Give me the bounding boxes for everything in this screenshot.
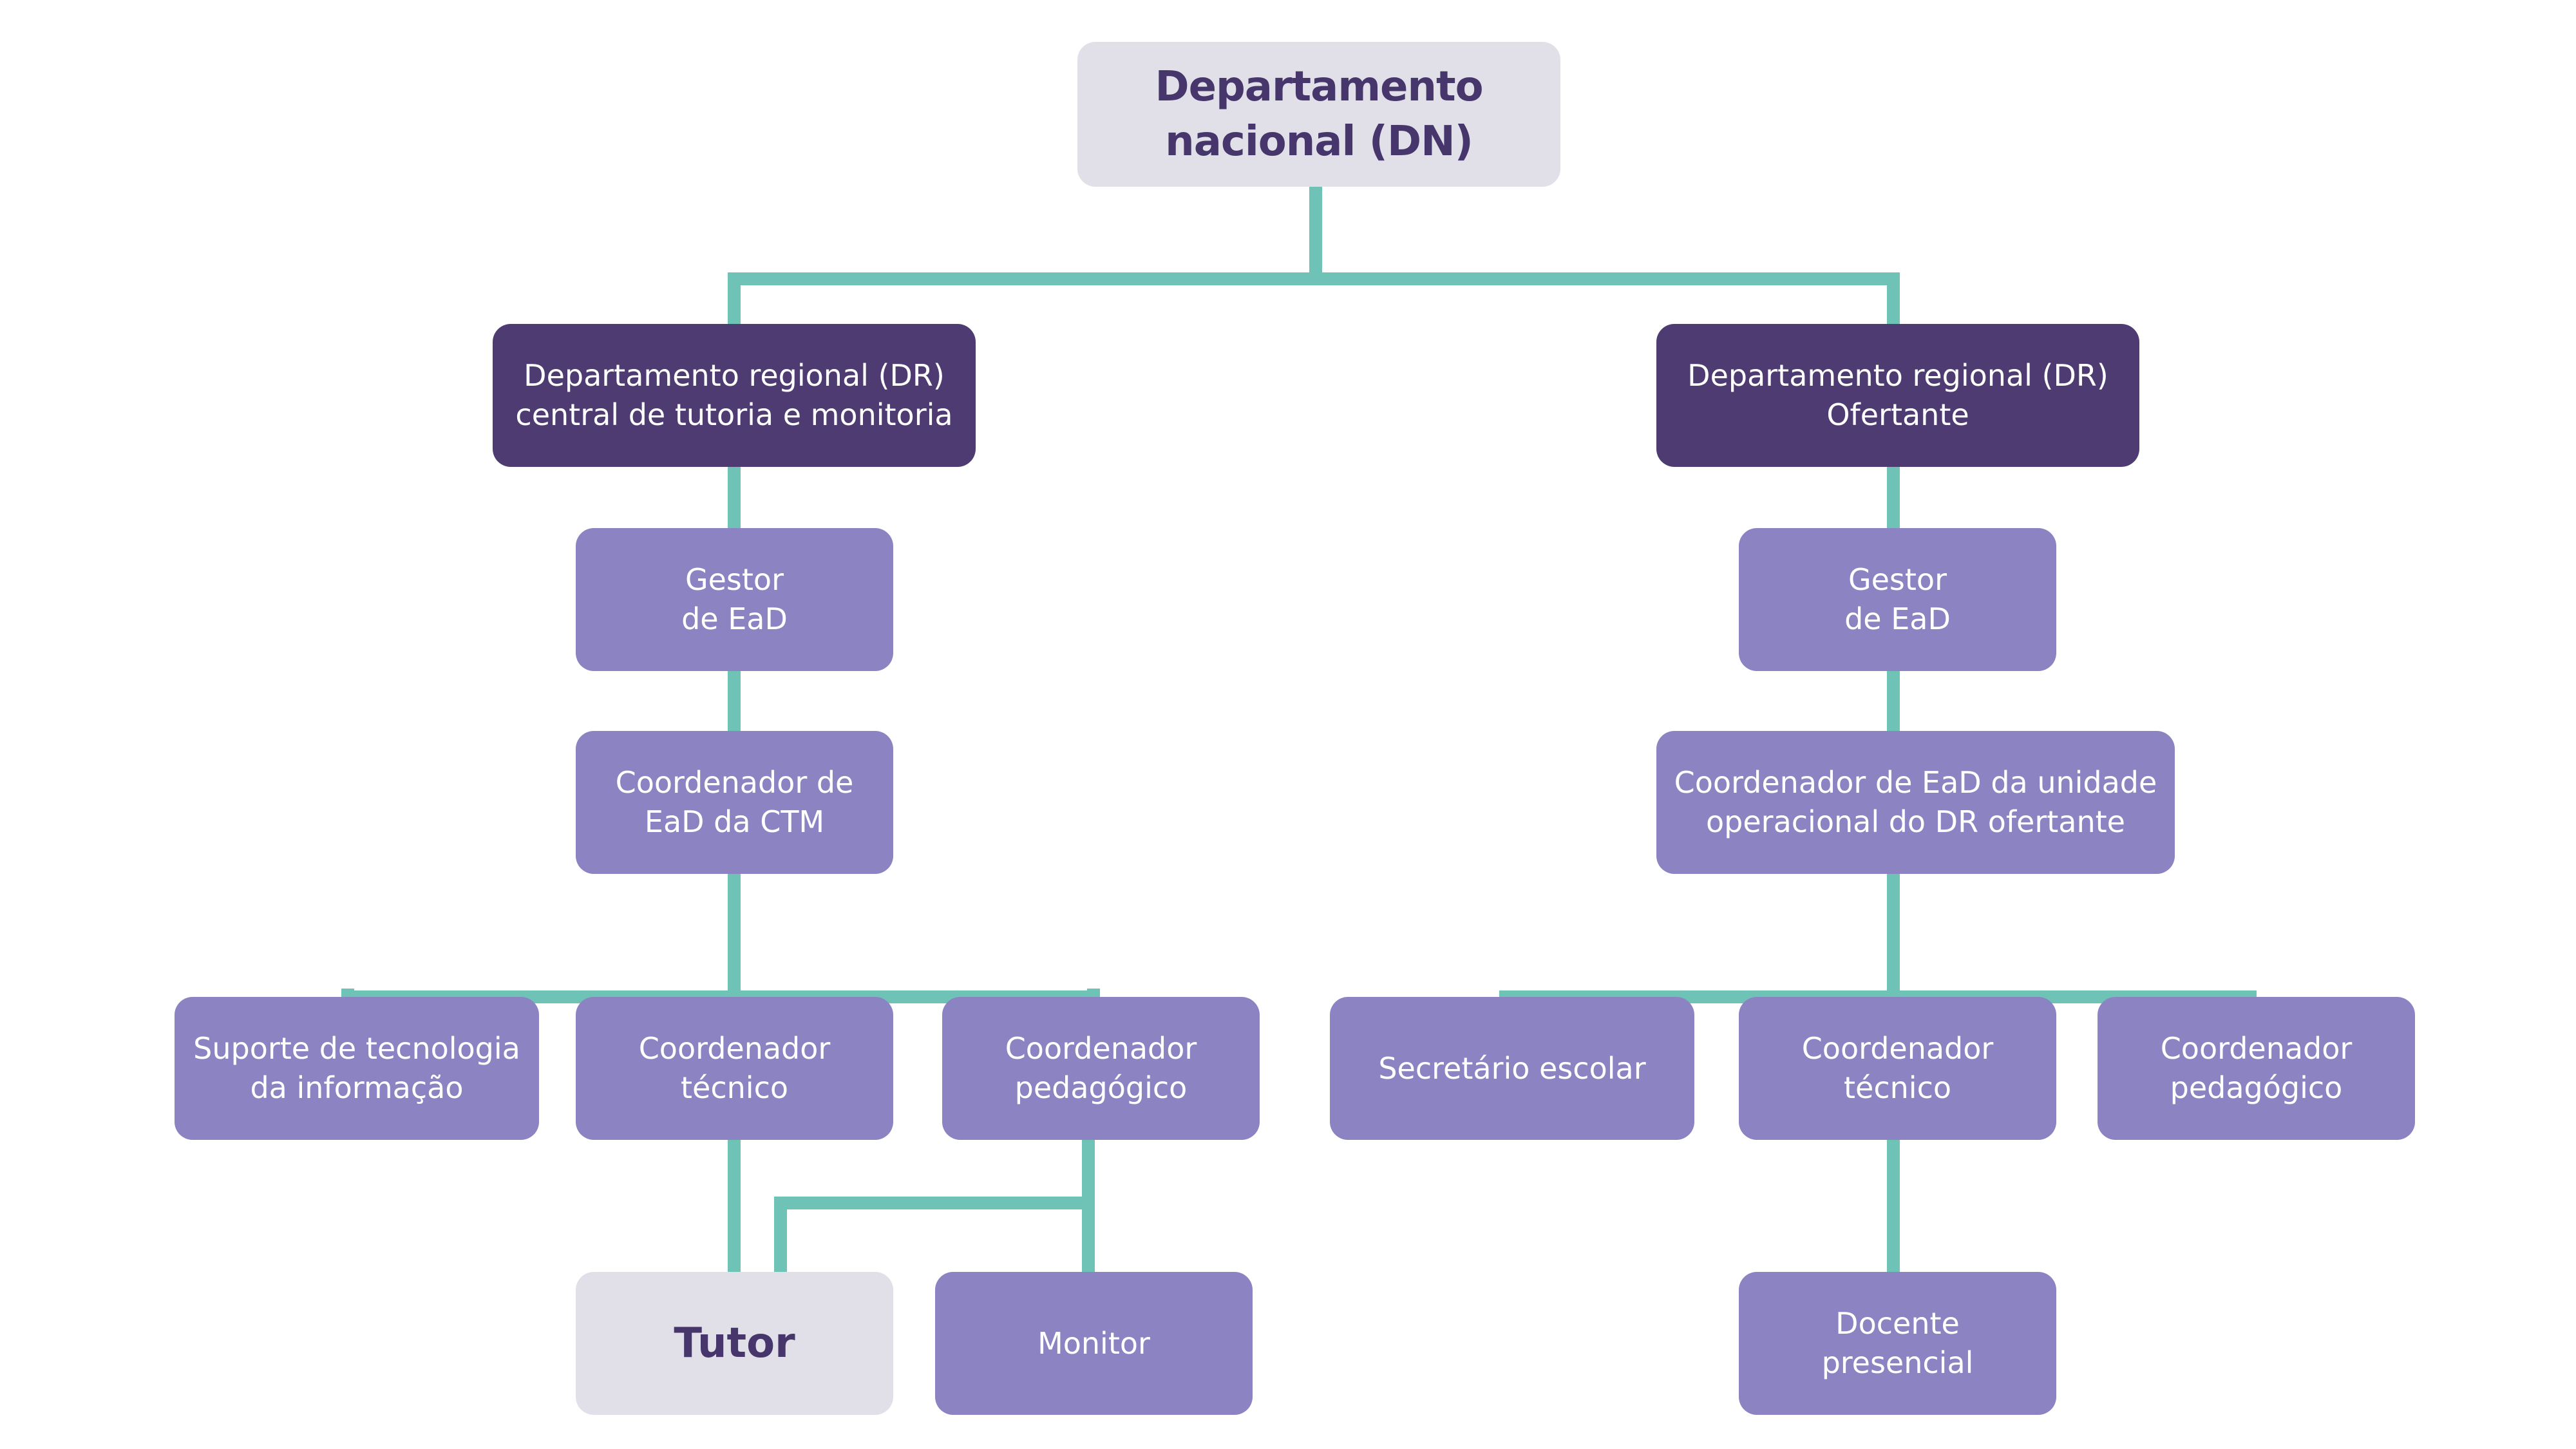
node-label-line2: pedagógico <box>1014 1070 1188 1105</box>
node-label-line1: Coordenador de EaD da unidade <box>1674 765 2157 800</box>
node-label-line2: técnico <box>681 1070 788 1105</box>
node-label-line2: de EaD <box>1844 601 1951 636</box>
node-dr-central-tutoria: Departamento regional (DR) central de tu… <box>493 324 976 467</box>
node-label-line1: Secretário escolar <box>1378 1050 1646 1086</box>
node-label-line1: Coordenador <box>1801 1031 1994 1066</box>
node-label-line2: central de tutoria e monitoria <box>515 397 953 432</box>
node-label-line1: Coordenador <box>2160 1031 2353 1066</box>
node-coordenador-tecnico-left: Coordenador técnico <box>576 997 893 1140</box>
node-coordenador-ead-ctm: Coordenador de EaD da CTM <box>576 731 893 874</box>
node-label-line2: pedagógico <box>2170 1070 2343 1105</box>
node-label-line1: Coordenador <box>1005 1031 1197 1066</box>
connector-dn-to-regionals <box>728 180 1900 328</box>
node-coordenador-tecnico-right: Coordenador técnico <box>1739 997 2056 1140</box>
node-label-line1: Gestor <box>1848 562 1947 598</box>
node-label-line2: de EaD <box>681 601 788 636</box>
node-docente-presencial: Docente presencial <box>1739 1272 2056 1415</box>
node-label-line1: Docente <box>1835 1306 1960 1341</box>
node-label-line2: da informação <box>250 1070 464 1105</box>
connector-coord-ctm-to-children <box>341 866 1100 1003</box>
node-label-line1: Coordenador <box>638 1031 831 1066</box>
node-label-line1: Coordenador de <box>615 765 854 800</box>
node-label-line1: Departamento regional (DR) <box>1687 358 2108 393</box>
connector-coord-unidade-to-children <box>1499 866 2257 1003</box>
node-label-line2: técnico <box>1844 1070 1951 1105</box>
node-label-line1: Suporte de tecnologia <box>193 1031 520 1066</box>
node-label-line2: operacional do DR ofertante <box>1706 804 2125 839</box>
node-label-line2: nacional (DN) <box>1165 117 1473 166</box>
node-tutor: Tutor <box>576 1272 893 1415</box>
node-departamento-nacional: Departamento nacional (DN) <box>1077 42 1560 187</box>
node-label-line2: Ofertante <box>1826 397 1969 432</box>
node-gestor-ead-right: Gestor de EaD <box>1739 528 2056 671</box>
node-coordenador-ead-unidade: Coordenador de EaD da unidade operaciona… <box>1656 731 2175 874</box>
node-label-line1: Tutor <box>674 1319 795 1367</box>
node-monitor: Monitor <box>935 1272 1253 1415</box>
connector-coord-pedagogico-to-tutor-monitor <box>774 1133 1095 1278</box>
node-coordenador-pedagogico-right: Coordenador pedagógico <box>2098 997 2415 1140</box>
node-label-line2: EaD da CTM <box>644 804 825 839</box>
node-secretario-escolar: Secretário escolar <box>1330 997 1694 1140</box>
node-suporte-tecnologia: Suporte de tecnologia da informação <box>175 997 539 1140</box>
node-label-line2: presencial <box>1821 1345 1974 1380</box>
node-label-line1: Departamento <box>1155 63 1483 111</box>
node-label-line1: Gestor <box>685 562 784 598</box>
node-gestor-ead-left: Gestor de EaD <box>576 528 893 671</box>
node-coordenador-pedagogico-left: Coordenador pedagógico <box>942 997 1260 1140</box>
node-label-line1: Monitor <box>1037 1325 1150 1361</box>
node-label-line1: Departamento regional (DR) <box>524 358 945 393</box>
node-dr-ofertante: Departamento regional (DR) Ofertante <box>1656 324 2139 467</box>
